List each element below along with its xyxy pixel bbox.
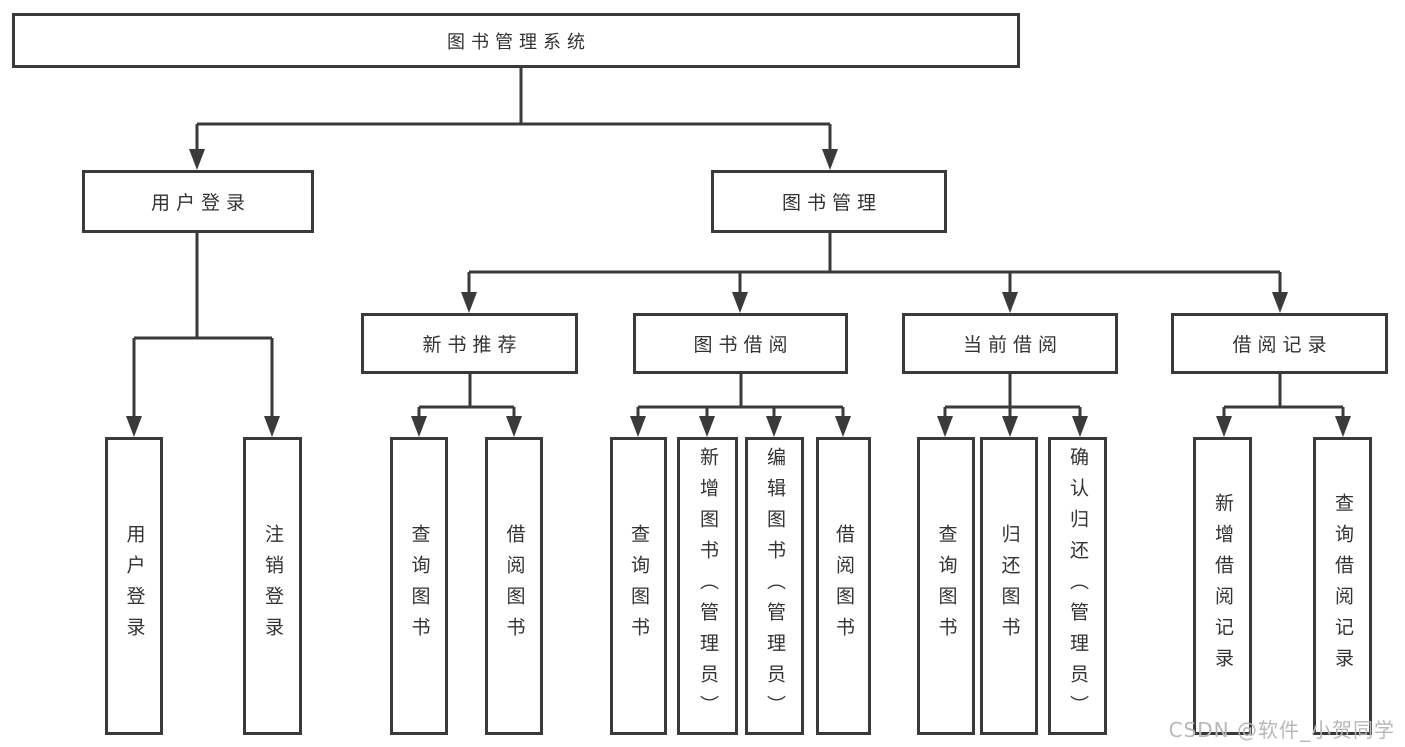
node-current-borrowing-label: 当前借阅 <box>962 334 1063 356</box>
leaf-query-books-current: 查询图书 <box>917 437 975 735</box>
leaf-add-borrow-record: 新增借阅记录 <box>1193 437 1252 735</box>
node-user-login: 用户登录 <box>82 170 314 233</box>
csdn-watermark: CSDN @软件_小贺同学 <box>1168 718 1395 742</box>
leaf-query-borrow-record-label: 查询借阅记录 <box>1332 493 1354 679</box>
node-book-management-label: 图书管理 <box>781 192 882 214</box>
leaf-logout-label: 注销登录 <box>262 524 284 648</box>
leaf-return-books: 归还图书 <box>980 437 1038 735</box>
leaf-return-books-label: 归还图书 <box>998 524 1021 648</box>
connector-root-to-level2 <box>189 68 838 170</box>
node-borrowing-records: 借阅记录 <box>1171 313 1388 374</box>
node-library-management-system: 图书管理系统 <box>12 13 1020 68</box>
leaf-borrow-books: 借阅图书 <box>816 437 871 735</box>
leaf-edit-books-admin: 编辑图书（管理员） <box>745 437 804 735</box>
connector-book-borrowing-to-leaves <box>630 374 851 437</box>
leaf-add-books-admin: 新增图书（管理员） <box>677 437 738 735</box>
node-book-borrowing: 图书借阅 <box>633 313 848 374</box>
leaf-query-borrow-record: 查询借阅记录 <box>1313 437 1372 735</box>
node-library-management-system-label: 图书管理系统 <box>447 31 591 53</box>
node-borrowing-records-label: 借阅记录 <box>1232 334 1333 356</box>
node-book-borrowing-label: 图书借阅 <box>693 334 794 356</box>
connector-current-borrowing-to-leaves <box>937 374 1088 437</box>
connector-new-book-recommendation-to-leaves <box>411 374 522 437</box>
leaf-confirm-return-admin-label: 确认归还（管理员） <box>1067 446 1089 726</box>
connector-borrowing-records-to-leaves <box>1216 374 1351 437</box>
leaf-confirm-return-admin: 确认归还（管理员） <box>1048 437 1107 735</box>
leaf-user-login-label: 用户登录 <box>123 524 146 648</box>
node-user-login-label: 用户登录 <box>150 192 251 214</box>
leaf-add-borrow-record-label: 新增借阅记录 <box>1212 493 1234 679</box>
leaf-query-books-recommend-label: 查询图书 <box>408 524 431 648</box>
node-new-book-recommendation-label: 新书推荐 <box>422 334 523 356</box>
connector-book-management-to-level3 <box>461 233 1288 313</box>
leaf-query-books-borrowing: 查询图书 <box>610 437 667 735</box>
connector-user-login-to-leaves <box>126 233 280 437</box>
leaf-logout: 注销登录 <box>243 437 302 735</box>
leaf-add-books-admin-label: 新增图书（管理员） <box>697 446 719 726</box>
leaf-user-login: 用户登录 <box>105 437 163 735</box>
leaf-borrow-books-recommend-label: 借阅图书 <box>503 524 526 648</box>
leaf-query-books-current-label: 查询图书 <box>935 524 958 648</box>
leaf-query-books-recommend: 查询图书 <box>390 437 448 735</box>
node-book-management: 图书管理 <box>711 170 947 233</box>
leaf-edit-books-admin-label: 编辑图书（管理员） <box>764 446 786 726</box>
leaf-query-books-borrowing-label: 查询图书 <box>628 524 650 648</box>
node-new-book-recommendation: 新书推荐 <box>361 313 578 374</box>
node-current-borrowing: 当前借阅 <box>902 313 1118 374</box>
leaf-borrow-books-label: 借阅图书 <box>833 524 855 648</box>
leaf-borrow-books-recommend: 借阅图书 <box>485 437 543 735</box>
